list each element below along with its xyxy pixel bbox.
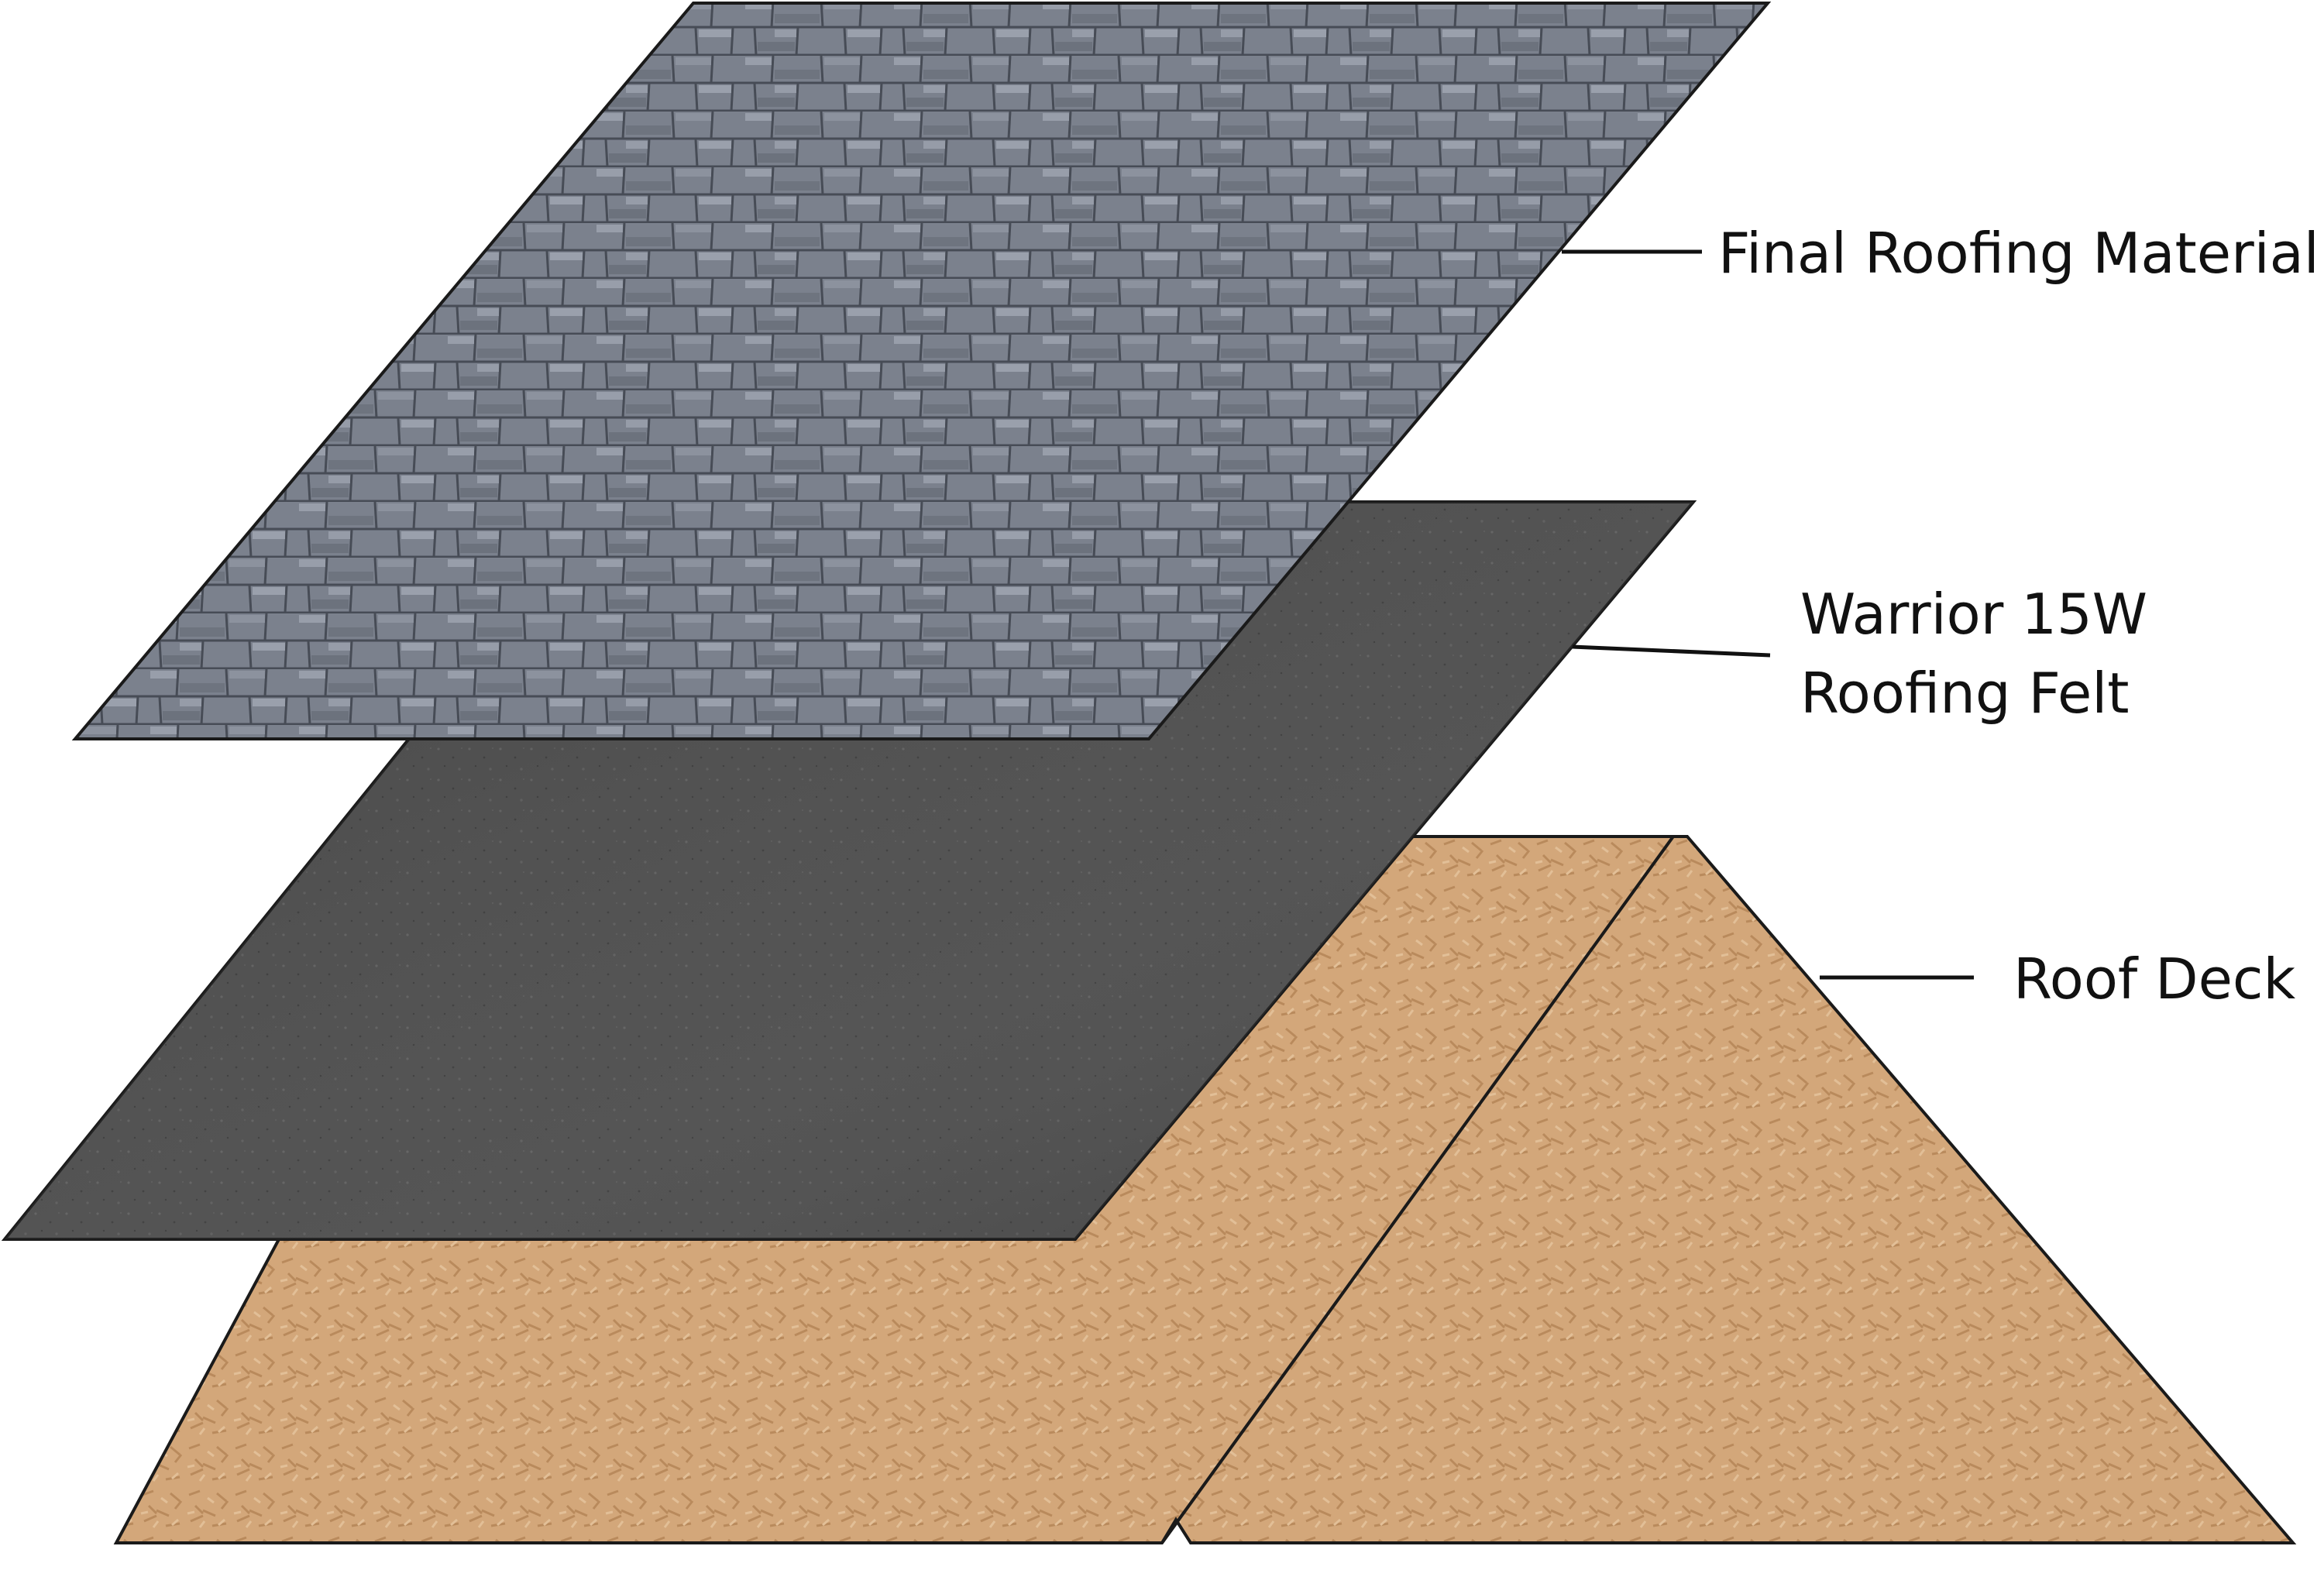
shingle-sheet [71, 2, 1772, 740]
label-final-roofing-material: Final Roofing Material [1718, 221, 2319, 286]
shingle-layer [71, 2, 1772, 740]
leader-line-roofing-felt [1572, 644, 1771, 658]
roofing-felt-layer [1, 500, 1697, 1241]
label-roofing-felt: Warrior 15W Roofing Felt [1800, 582, 2165, 726]
leader-lines [1562, 249, 1974, 980]
roof-deck-right-panel [1160, 835, 2297, 1544]
label-roof-deck: Roof Deck [2013, 946, 2295, 1012]
